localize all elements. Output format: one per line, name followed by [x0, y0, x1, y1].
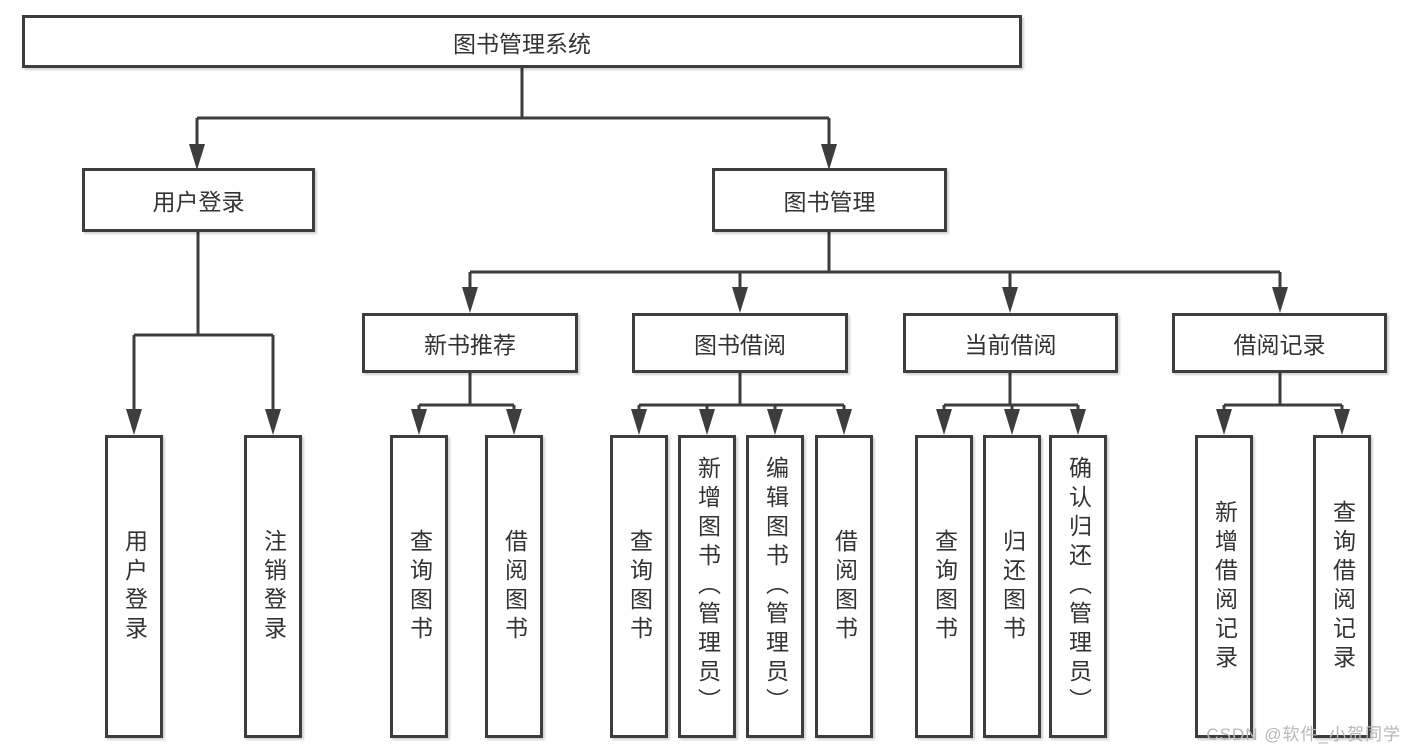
- leaf-query-books-3: 查询图书: [915, 435, 973, 738]
- leaf-label: 查询借阅记录: [1329, 499, 1356, 674]
- leaf-borrow-books-2: 借阅图书: [815, 435, 873, 738]
- leaf-label: 编辑图书（管理员）: [762, 456, 789, 717]
- leaf-borrow-books-1: 借阅图书: [485, 435, 543, 738]
- node-book-borrow: 图书借阅: [632, 313, 848, 373]
- leaf-label: 查询图书: [406, 528, 433, 645]
- leaf-label: 新增借阅记录: [1211, 499, 1238, 674]
- leaf-label: 借阅图书: [831, 528, 858, 645]
- leaf-edit-books-admin: 编辑图书（管理员）: [746, 435, 804, 738]
- leaf-return-books: 归还图书: [983, 435, 1041, 738]
- node-book-management: 图书管理: [712, 168, 947, 232]
- node-user-login: 用户登录: [82, 168, 315, 232]
- leaf-logout: 注销登录: [244, 435, 302, 738]
- leaf-label: 查询图书: [626, 528, 653, 645]
- leaf-label: 归还图书: [999, 528, 1026, 645]
- leaf-add-books-admin: 新增图书（管理员）: [678, 435, 736, 738]
- csdn-watermark: CSDN @软件_小贺同学: [1206, 725, 1401, 744]
- leaf-label: 新增图书（管理员）: [694, 456, 721, 717]
- leaf-label: 确认归还（管理员）: [1065, 456, 1092, 717]
- node-new-book-recommend: 新书推荐: [362, 313, 578, 373]
- leaf-query-books-2: 查询图书: [610, 435, 668, 738]
- leaf-query-books-1: 查询图书: [390, 435, 448, 738]
- node-borrow-record: 借阅记录: [1172, 313, 1387, 373]
- leaf-add-borrow-record: 新增借阅记录: [1195, 435, 1253, 738]
- leaf-label: 用户登录: [121, 528, 148, 645]
- node-library-management-system: 图书管理系统: [22, 15, 1022, 68]
- leaf-query-borrow-record: 查询借阅记录: [1313, 435, 1371, 738]
- leaf-confirm-return-admin: 确认归还（管理员）: [1049, 435, 1107, 738]
- leaf-label: 注销登录: [260, 528, 287, 645]
- leaf-label: 借阅图书: [501, 528, 528, 645]
- leaf-label: 查询图书: [931, 528, 958, 645]
- leaf-user-login: 用户登录: [105, 435, 163, 738]
- node-current-borrow: 当前借阅: [903, 313, 1118, 373]
